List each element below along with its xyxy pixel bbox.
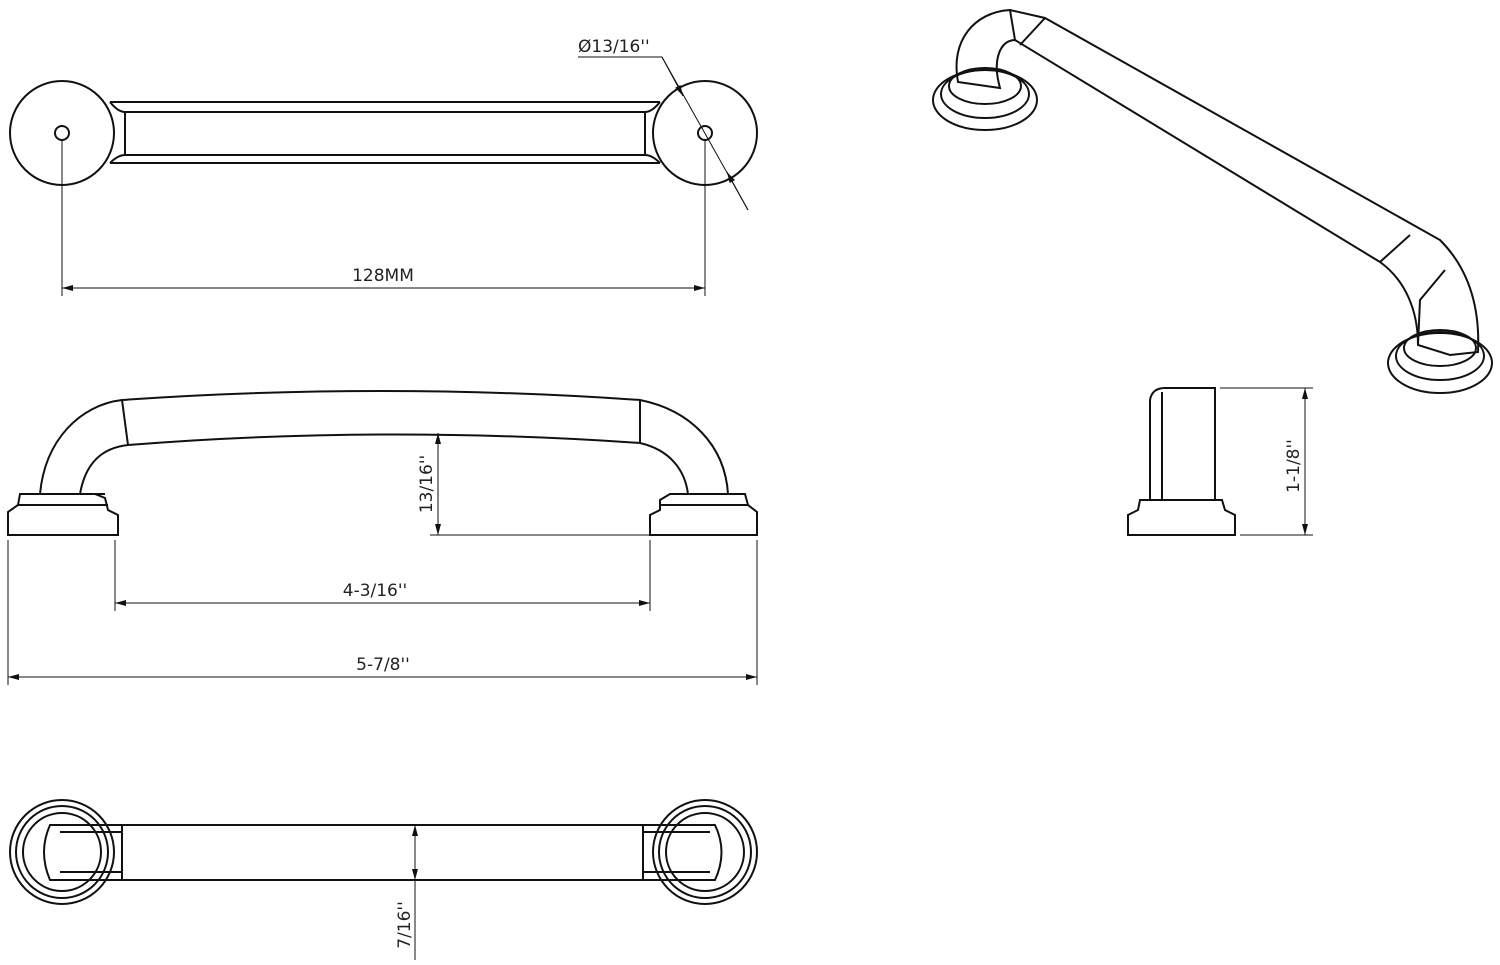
inner-clearance-label: 4-3/16'' xyxy=(343,581,407,601)
post-height-label: 1-1/8'' xyxy=(1284,439,1304,493)
top-view: 128MM Ø13/16'' xyxy=(9,37,758,296)
overall-length-label: 5-7/8'' xyxy=(356,655,410,675)
perspective-view xyxy=(932,8,1493,394)
projection-height-label: 13/16'' xyxy=(417,455,437,513)
bar-width-label: 7/16'' xyxy=(395,901,415,949)
bottom-view: 7/16'' xyxy=(9,799,758,960)
side-view: 13/16'' 4-3/16'' 5-7/8'' xyxy=(7,390,758,685)
center-to-center-label: 128MM xyxy=(352,266,414,286)
hole-diameter-label: Ø13/16'' xyxy=(578,37,650,57)
end-view: 1-1/8'' xyxy=(1127,387,1313,536)
